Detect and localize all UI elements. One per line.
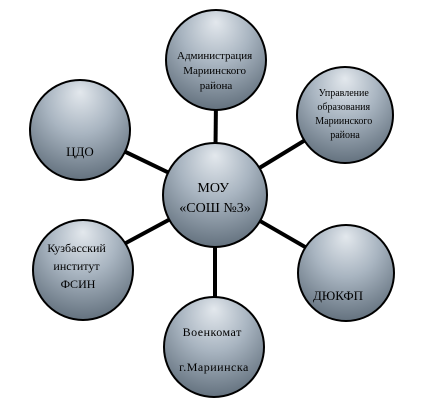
node-education-dept-line-3: Мариинского [315, 116, 372, 127]
node-voenkomat-line-3: г.Мариинска [179, 360, 249, 374]
node-education-dept-label: Управление образования Мариинского район… [315, 88, 375, 141]
node-voenkomat: Военкомат г.Мариинска [163, 296, 265, 398]
node-fsin-institute-line-1: Кузбасский [47, 241, 106, 255]
node-administration-line-1: Администрация [177, 50, 252, 62]
node-voenkomat-line-1: Военкомат [183, 325, 242, 339]
node-dyukfp-circle [297, 224, 395, 322]
node-administration-circle [165, 9, 267, 111]
node-cdo-label: ЦДО [66, 144, 94, 159]
node-cdo-circle [29, 79, 131, 181]
node-center-line-2: «СОШ №3» [179, 201, 250, 216]
node-voenkomat-label: Военкомат г.Мариинска [179, 325, 249, 374]
node-cdo: ЦДО [29, 79, 131, 181]
node-fsin-institute-line-2: институт [53, 259, 100, 273]
node-administration-label: Администрация Мариинского района [177, 50, 255, 92]
node-center: МОУ «СОШ №3» [162, 142, 268, 248]
node-dyukfp-label: ДЮКФП [313, 288, 363, 303]
node-dyukfp-line-1: ДЮКФП [313, 288, 363, 303]
node-fsin-institute-line-3: ФСИН [61, 277, 96, 291]
node-center-line-1: МОУ [197, 181, 229, 196]
node-cdo-line-1: ЦДО [66, 144, 94, 159]
node-education-dept: Управление образования Мариинского район… [296, 66, 394, 164]
node-education-dept-circle [296, 66, 394, 164]
node-fsin-institute: Кузбасский институт ФСИН [32, 219, 134, 321]
node-fsin-institute-circle [32, 219, 134, 321]
node-center-label: МОУ «СОШ №3» [179, 181, 250, 216]
node-dyukfp: ДЮКФП [297, 224, 395, 322]
node-education-dept-line-4: района [330, 130, 360, 141]
node-education-dept-line-1: Управление [319, 88, 370, 99]
node-voenkomat-circle [163, 296, 265, 398]
node-fsin-institute-label: Кузбасский институт ФСИН [47, 241, 109, 291]
node-administration: Администрация Мариинского района [165, 9, 267, 111]
node-administration-line-2: Мариинского [183, 65, 246, 77]
node-administration-line-3: района [200, 80, 233, 92]
node-education-dept-line-2: образования [317, 102, 370, 113]
node-center-circle [162, 142, 268, 248]
